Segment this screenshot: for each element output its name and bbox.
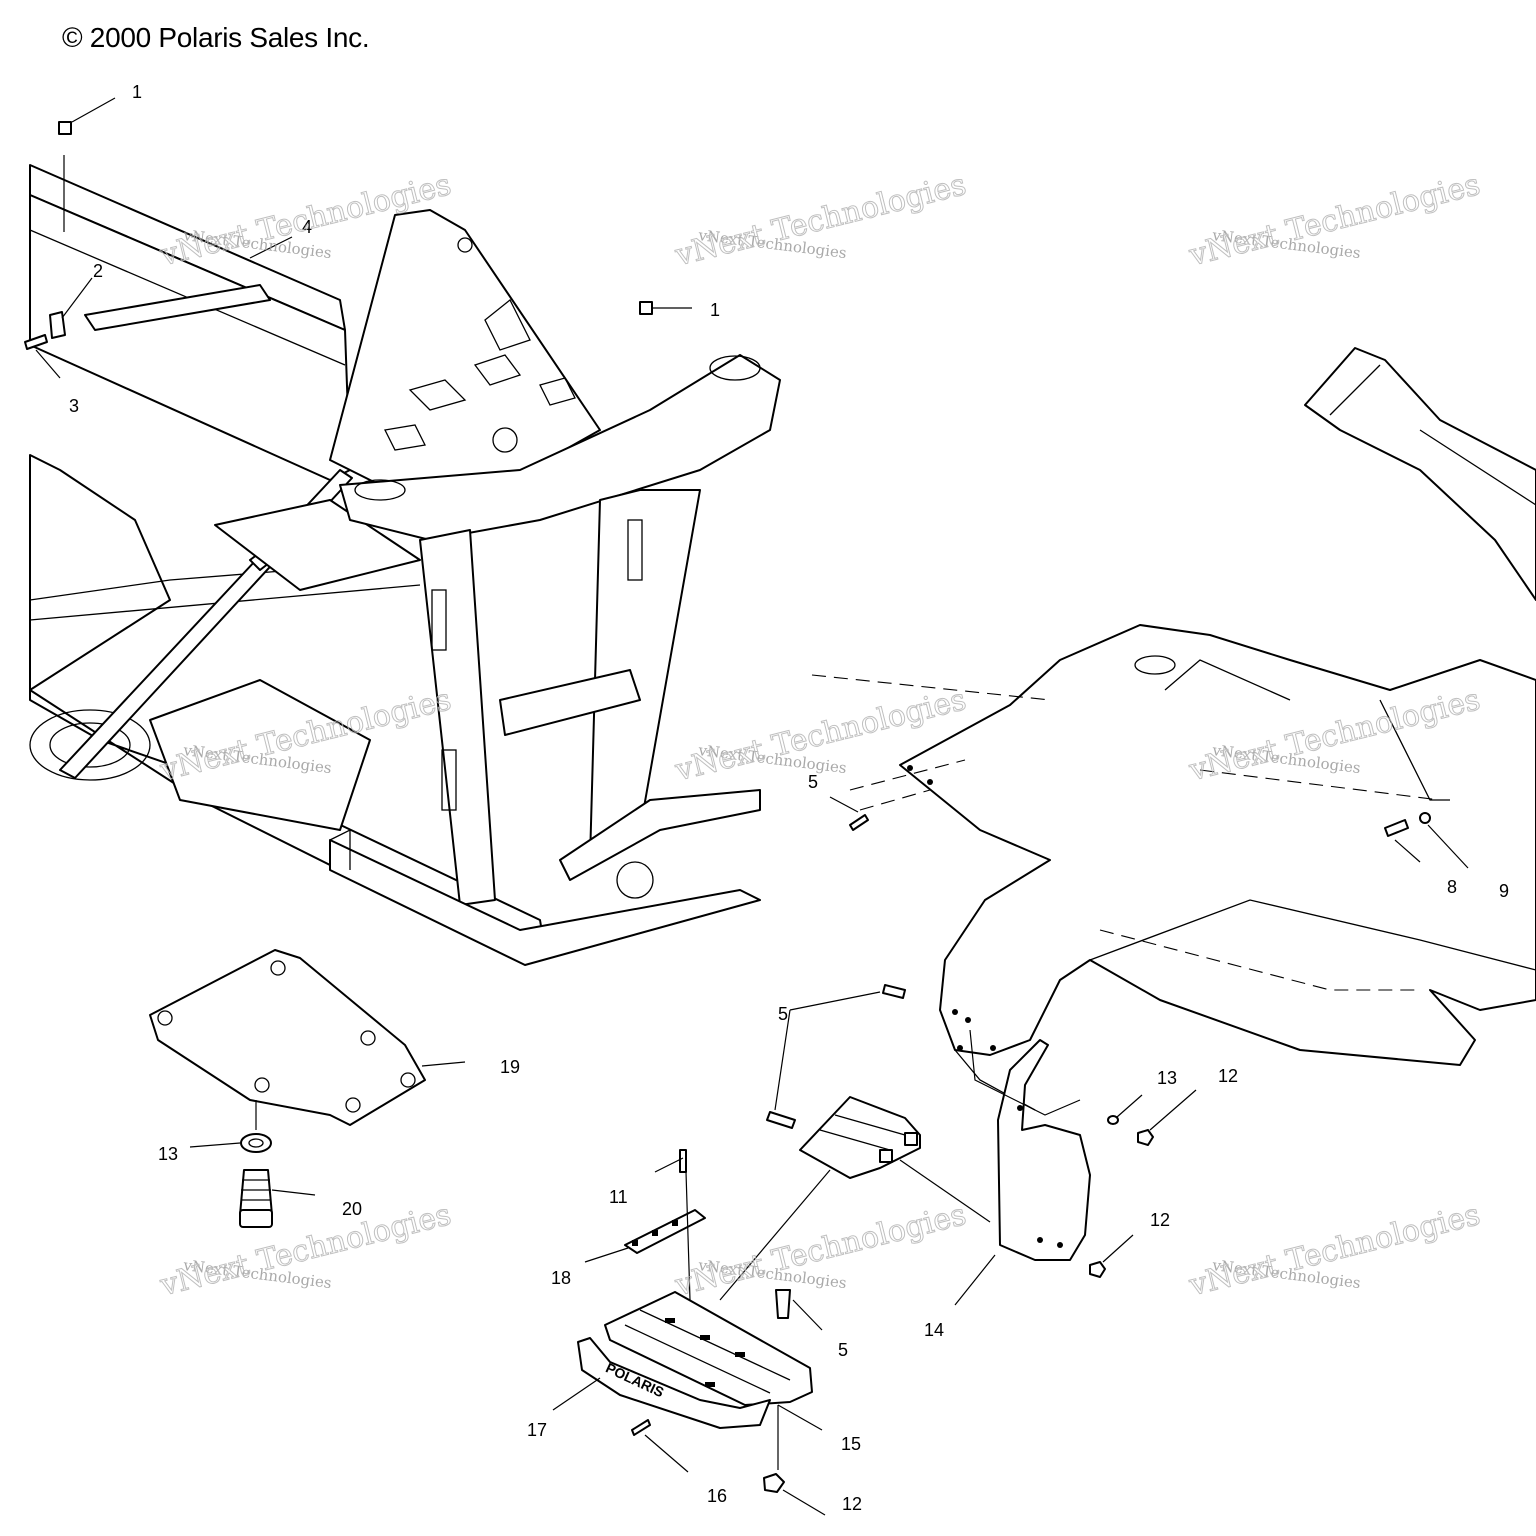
callout-3: 3 (69, 396, 79, 416)
skid-plate (149, 949, 426, 1126)
callout-20: 20 (342, 1199, 362, 1219)
washer-and-plug (239, 1100, 273, 1228)
callout-9: 9 (1499, 881, 1509, 901)
callout-13-skid: 13 (158, 1144, 178, 1164)
callout-4: 4 (302, 217, 312, 237)
callout-5-footrest: 5 (838, 1340, 848, 1360)
watermark-3: vNext Technologies vNext Technologies (1185, 167, 1485, 274)
frame-assembly (29, 164, 781, 966)
callout-2: 2 (93, 261, 103, 281)
fasteners (24, 121, 1431, 1493)
callout-11: 11 (609, 1187, 628, 1207)
hood-panel (1304, 347, 1536, 601)
callout-13-fender: 13 (1157, 1068, 1177, 1088)
callout-labels: 1 1 2 3 4 5 5 5 8 9 11 12 12 12 13 13 14… (69, 82, 1509, 1514)
callout-19: 19 (500, 1057, 520, 1077)
callout-12-footrest: 12 (842, 1494, 862, 1514)
callout-5-fender: 5 (808, 772, 818, 792)
clip (624, 1209, 706, 1254)
leader-lines (35, 97, 1469, 1516)
callout-12-flap: 12 (1150, 1210, 1170, 1230)
callout-14: 14 (924, 1320, 944, 1340)
watermark-2: vNext Technologies vNext Technologies (671, 167, 971, 274)
callout-15: 15 (841, 1434, 861, 1454)
callout-5-bracket: 5 (778, 1004, 788, 1024)
footrest (604, 1291, 813, 1406)
callout-8: 8 (1447, 877, 1457, 897)
callout-12-fender: 12 (1218, 1066, 1238, 1086)
mud-flap (997, 1039, 1091, 1261)
watermark-9: vNext Technologies vNext Technologies (1185, 1197, 1485, 1304)
callout-1-tower: 1 (710, 300, 720, 320)
footrest-bracket (799, 1096, 921, 1179)
callout-1-top-left: 1 (132, 82, 142, 102)
watermark-8: vNext Technologies vNext Technologies (671, 1197, 971, 1304)
callout-17: 17 (527, 1420, 547, 1440)
callout-18: 18 (551, 1268, 571, 1288)
callout-16: 16 (707, 1486, 727, 1506)
copyright-notice: © 2000 Polaris Sales Inc. (62, 22, 370, 53)
watermark-7: vNext Technologies vNext Technologies (156, 1197, 456, 1304)
